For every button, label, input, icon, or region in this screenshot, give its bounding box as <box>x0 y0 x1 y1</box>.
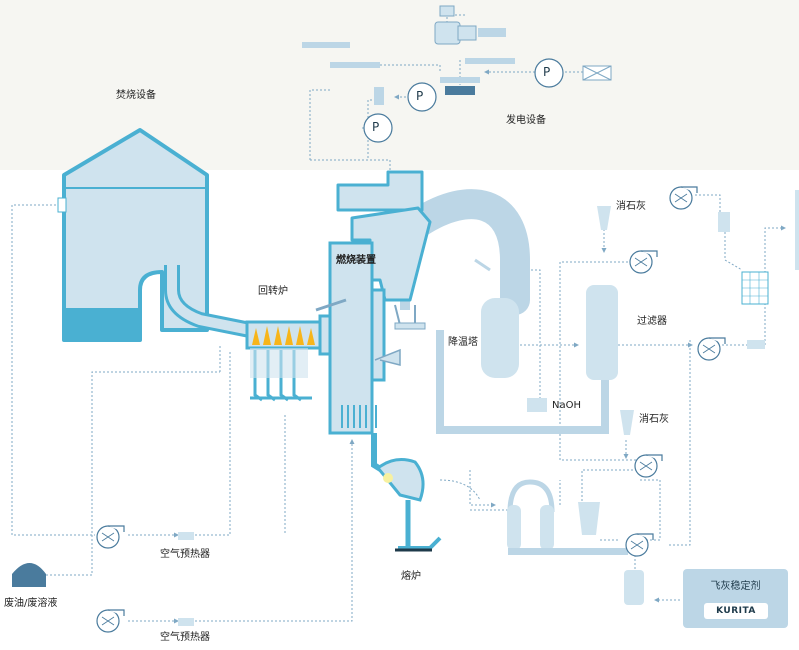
label-slaked-lime-bottom: 消石灰 <box>639 414 669 425</box>
label-combustion-unit: 燃烧装置 <box>336 255 376 266</box>
pumps <box>363 58 564 143</box>
label-fly-ash-agent: 飞灰稳定剂 <box>710 581 761 592</box>
fan-blades <box>101 193 716 626</box>
label-rotary-kiln: 回转炉 <box>258 286 288 297</box>
pump-icon <box>407 82 437 112</box>
label-filter: 过滤器 <box>637 316 667 327</box>
fan-icon <box>625 533 654 557</box>
fan-icon <box>634 454 663 478</box>
air-preheater-2 <box>178 618 194 626</box>
label-air-preheater-1: 空气预热器 <box>160 549 210 560</box>
fan-icon <box>669 186 698 210</box>
combustion-unit <box>315 170 432 473</box>
kurita-logo: KURITA <box>704 603 768 619</box>
fan-icon <box>96 525 125 549</box>
incinerator <box>57 128 252 342</box>
label-melting-furnace: 熔炉 <box>401 571 421 582</box>
fan-icon <box>697 337 726 361</box>
cooling-tower <box>474 258 547 412</box>
power-equipment <box>302 5 612 105</box>
pump-icon <box>363 113 393 143</box>
scrubber-group <box>507 410 644 605</box>
melting-furnace <box>375 458 442 552</box>
label-naoh: NaOH <box>552 400 581 411</box>
label-air-preheater-2: 空气预热器 <box>160 632 210 643</box>
waste-oil-tank <box>12 563 46 587</box>
label-cooling-tower: 降温塔 <box>448 337 478 348</box>
air-preheater-1 <box>178 532 194 540</box>
label-slaked-lime-top: 消石灰 <box>616 201 646 212</box>
filter-unit <box>586 190 799 380</box>
pump-letter: P <box>543 65 551 79</box>
pump-letter: P <box>372 120 380 134</box>
fan-icon <box>629 250 658 274</box>
label-incineration-equipment: 焚烧设备 <box>116 90 156 101</box>
label-waste-oil: 废油/废溶液 <box>4 598 58 609</box>
pump-icon <box>534 58 564 88</box>
pump-letter: P <box>416 89 424 103</box>
fan-icon <box>96 609 125 633</box>
label-power-equipment: 发电设备 <box>506 115 546 126</box>
